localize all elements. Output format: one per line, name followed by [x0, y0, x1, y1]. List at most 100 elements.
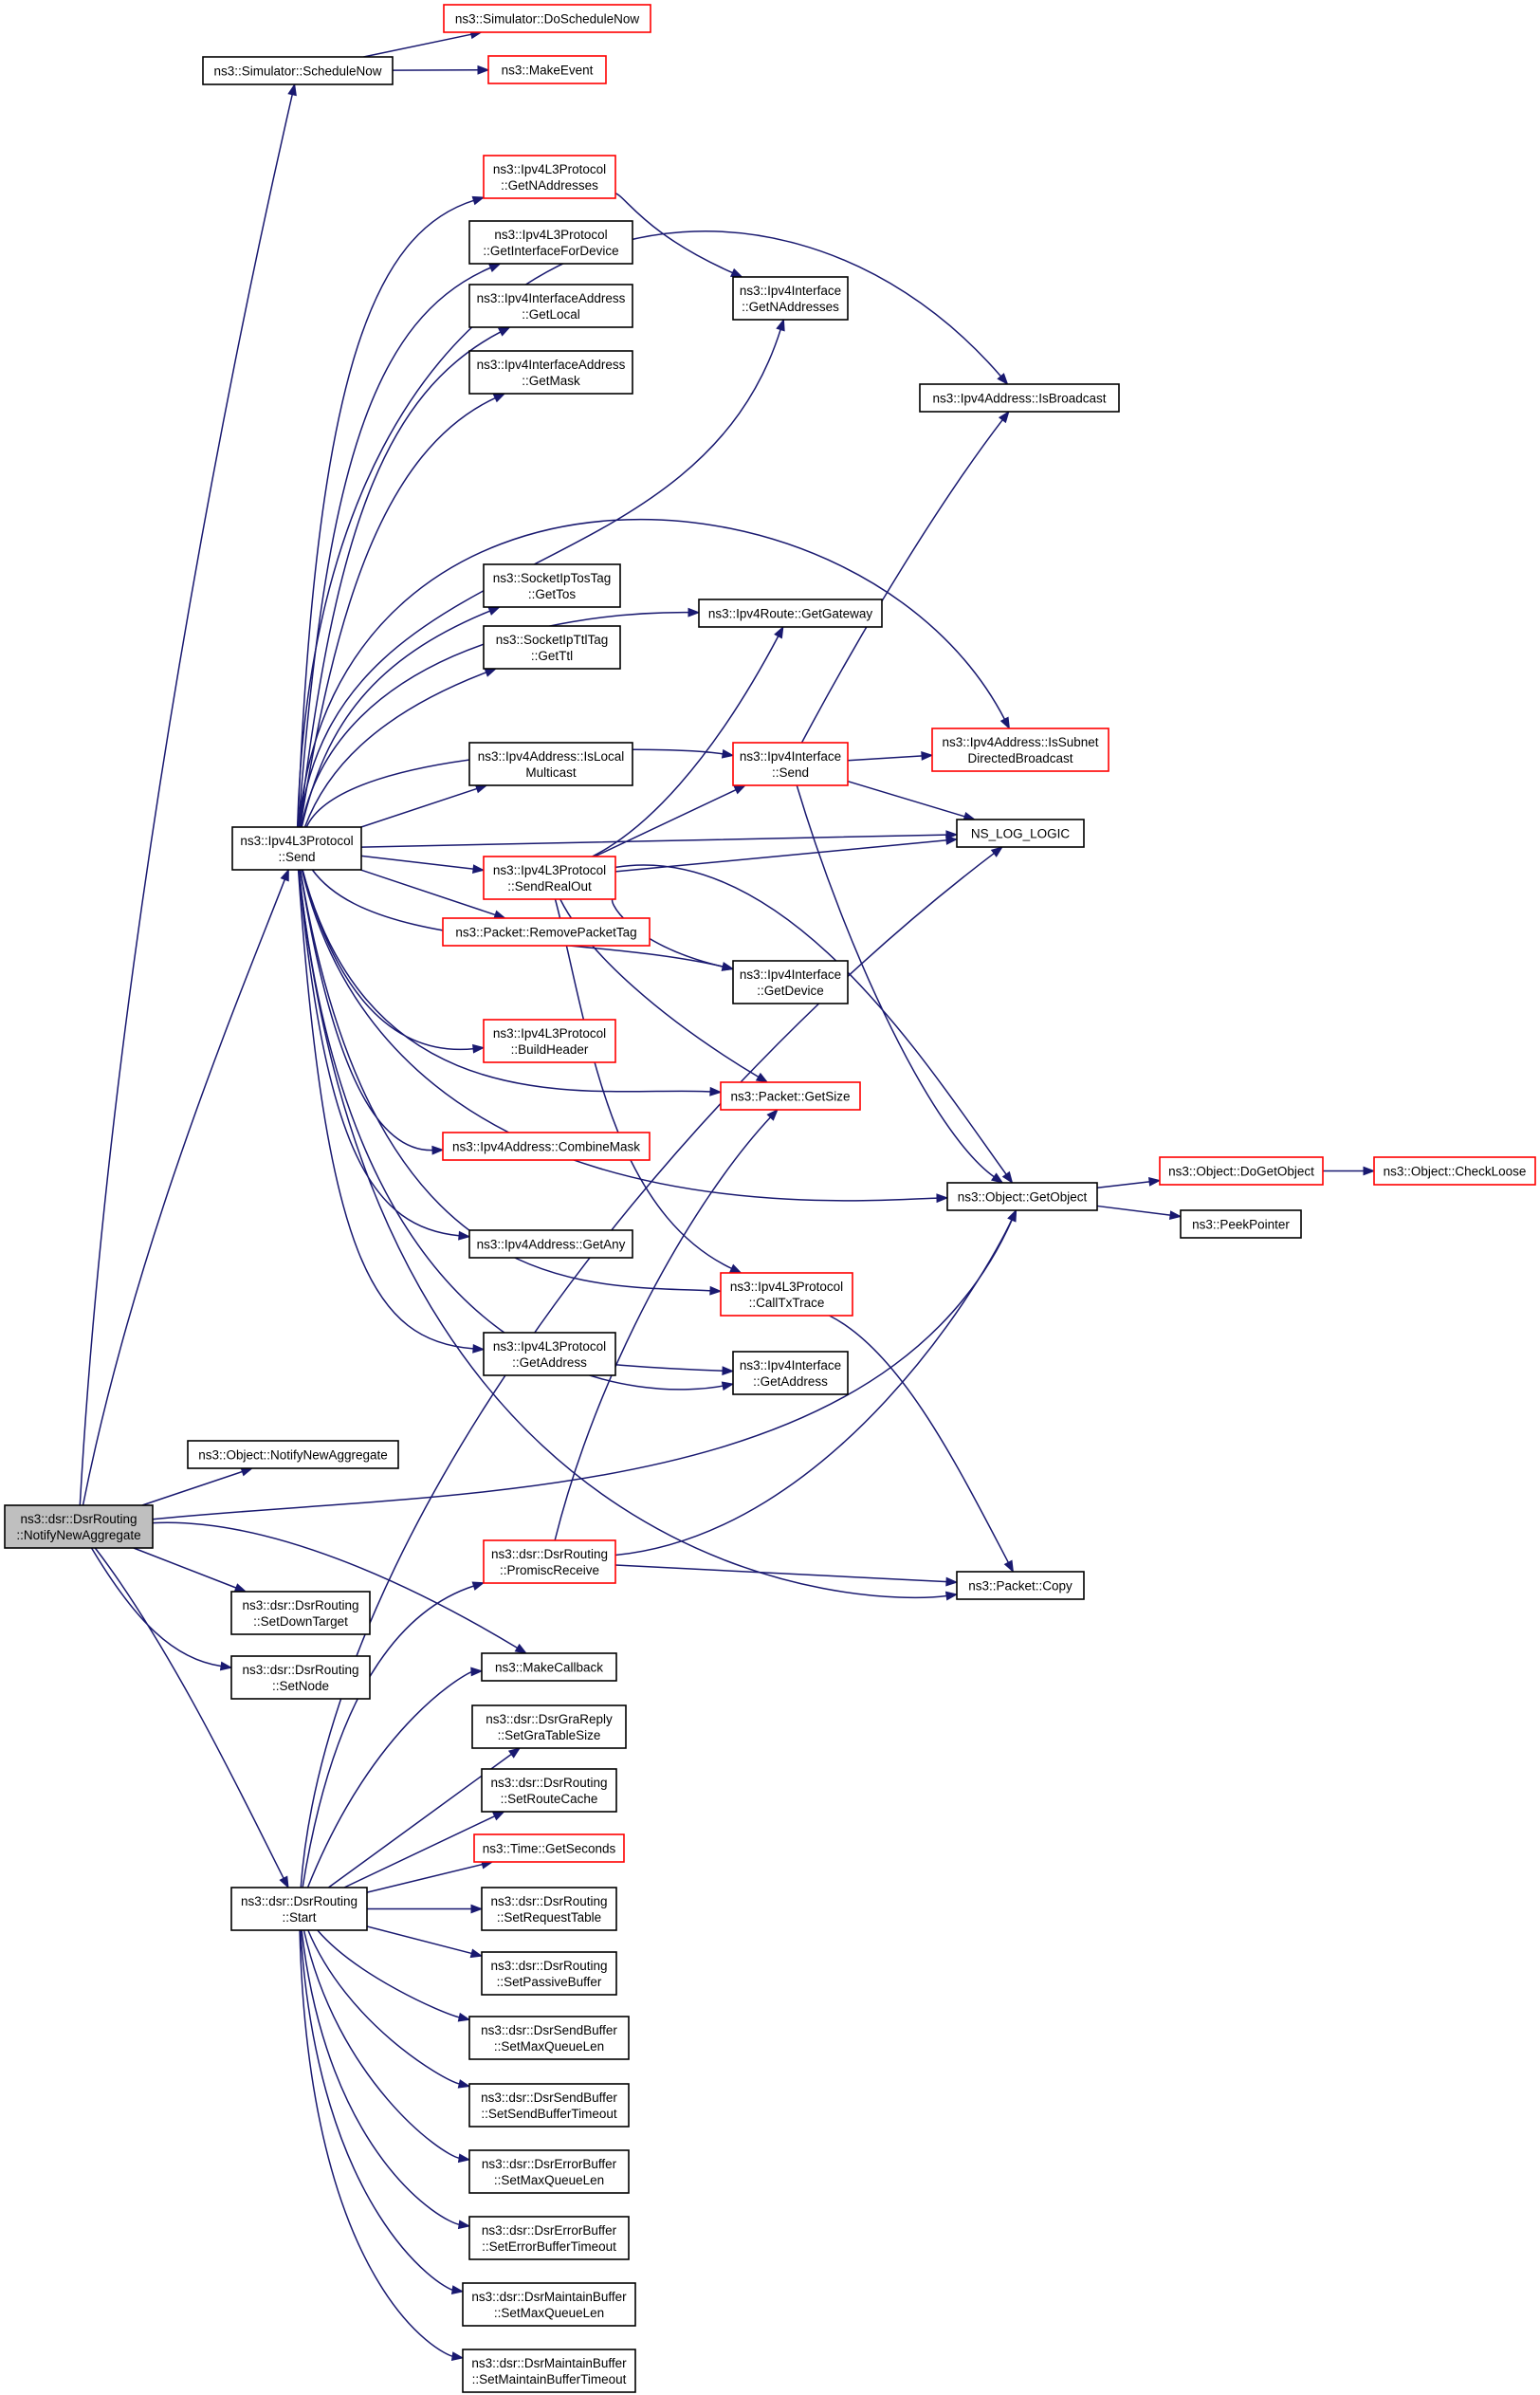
node-box: [698, 599, 883, 628]
edge-line: [302, 1929, 461, 2160]
edge-arrowhead: [774, 625, 784, 639]
edge-line: [298, 869, 461, 1237]
node-issubnet[interactable]: ns3::Ipv4Address::IsSubnetDirectedBroadc…: [931, 728, 1109, 772]
edge-root-to-start: [94, 1547, 289, 1889]
node-ifsend[interactable]: ns3::Ipv4Interface::Send: [732, 742, 849, 786]
node-setnode[interactable]: ns3::dsr::DsrRouting::SetNode: [230, 1655, 371, 1700]
node-label: ::GetDevice: [757, 984, 824, 998]
edge-l3send-to-getany: [298, 869, 471, 1241]
node-box: [919, 383, 1120, 413]
edge-arrowhead: [472, 1043, 486, 1054]
node-label: ns3::dsr::DsrMaintainBuffer: [471, 2356, 627, 2370]
edge-ifsend-to-nslog: [847, 780, 977, 821]
node-setgratable[interactable]: ns3::dsr::DsrGraReply::SetGraTableSize: [471, 1704, 627, 1749]
node-getseconds[interactable]: ns3::Time::GetSeconds: [473, 1833, 625, 1863]
node-getany[interactable]: ns3::Ipv4Address::GetAny: [468, 1229, 633, 1259]
node-box: [468, 1229, 633, 1259]
edge-promisc-to-packetcopy: [614, 1564, 959, 1587]
node-l3getaddress[interactable]: ns3::Ipv4L3Protocol::GetAddress: [483, 1332, 616, 1376]
node-getmask[interactable]: ns3::Ipv4InterfaceAddress::GetMask: [468, 350, 633, 395]
node-setroutecache[interactable]: ns3::dsr::DsrRouting::SetRouteCache: [481, 1768, 617, 1813]
edge-line: [299, 869, 434, 1151]
node-label: ns3::Ipv4Interface: [740, 1358, 841, 1373]
node-box: [483, 1332, 616, 1376]
node-box: [230, 1655, 371, 1700]
node-root[interactable]: ns3::dsr::DsrRouting::NotifyNewAggregate: [4, 1504, 154, 1549]
node-getgateway[interactable]: ns3::Ipv4Route::GetGateway: [698, 599, 883, 628]
node-mb_maxqlen[interactable]: ns3::dsr::DsrMaintainBuffer::SetMaxQueue…: [462, 2282, 636, 2327]
node-box: [230, 1591, 371, 1635]
edge-arrowhead: [688, 607, 701, 617]
node-nslog[interactable]: NS_LOG_LOGIC: [956, 819, 1085, 848]
node-label: ::SendRealOut: [507, 879, 592, 894]
node-calltxtrace[interactable]: ns3::Ipv4L3Protocol::CallTxTrace: [720, 1272, 853, 1317]
node-doschedulenow[interactable]: ns3::Simulator::DoScheduleNow: [443, 4, 651, 33]
node-peekpointer[interactable]: ns3::PeekPointer: [1180, 1209, 1302, 1239]
node-sendrealout[interactable]: ns3::Ipv4L3Protocol::SendRealOut: [483, 856, 616, 900]
node-schedulenow[interactable]: ns3::Simulator::ScheduleNow: [202, 56, 394, 85]
edge-start-to-sb_timeout: [307, 1929, 471, 2089]
node-promisc[interactable]: ns3::dsr::DsrRouting::PromiscReceive: [483, 1539, 616, 1584]
node-eb_timeout[interactable]: ns3::dsr::DsrErrorBuffer::SetErrorBuffer…: [468, 2216, 630, 2260]
node-setpassive[interactable]: ns3::dsr::DsrRouting::SetPassiveBuffer: [481, 1951, 617, 1996]
node-objnotify[interactable]: ns3::Object::NotifyNewAggregate: [187, 1440, 399, 1469]
node-makecallback[interactable]: ns3::MakeCallback: [481, 1652, 617, 1682]
edge-arrowhead: [472, 864, 486, 874]
node-combinemask[interactable]: ns3::Ipv4Address::CombineMask: [442, 1132, 651, 1161]
edge-line: [299, 1929, 454, 2358]
node-getnaddr_if[interactable]: ns3::Ipv4Interface::GetNAddresses: [732, 276, 849, 321]
node-start[interactable]: ns3::dsr::DsrRouting::Start: [230, 1887, 368, 1931]
node-eb_maxqlen[interactable]: ns3::dsr::DsrErrorBuffer::SetMaxQueueLen: [468, 2149, 630, 2194]
edge-arrowhead: [776, 318, 785, 332]
node-getnaddr_l3[interactable]: ns3::Ipv4L3Protocol::GetNAddresses: [483, 155, 616, 199]
edge-l3send-to-getsize: [302, 869, 723, 1096]
node-dogetobject[interactable]: ns3::Object::DoGetObject: [1159, 1156, 1324, 1186]
node-sb_maxqlen[interactable]: ns3::dsr::DsrSendBuffer::SetMaxQueueLen: [468, 2016, 630, 2060]
edge-start-to-nslog: [300, 846, 1004, 1888]
node-label: ::GetAddress: [753, 1374, 828, 1389]
node-box: [732, 276, 849, 321]
node-label: ns3::Ipv4Route::GetGateway: [708, 607, 873, 621]
node-box: [4, 1504, 154, 1549]
edge-start-to-eb_maxqlen: [302, 1929, 471, 2164]
node-checkloose[interactable]: ns3::Object::CheckLoose: [1373, 1156, 1536, 1186]
node-removetag[interactable]: ns3::Packet::RemovePacketTag: [442, 917, 651, 947]
node-getobject[interactable]: ns3::Object::GetObject: [946, 1182, 1098, 1211]
node-makeevent[interactable]: ns3::MakeEvent: [487, 55, 607, 84]
edge-root-to-l3send: [82, 868, 289, 1506]
node-label: ns3::Ipv4L3Protocol: [494, 228, 607, 242]
node-getiffordev[interactable]: ns3::Ipv4L3Protocol::GetInterfaceForDevi…: [468, 220, 633, 265]
edge-l3send-to-getgateway: [300, 607, 701, 828]
edge-line: [296, 230, 1002, 828]
node-label: ::SetDownTarget: [253, 1614, 348, 1629]
node-getdevice[interactable]: ns3::Ipv4Interface::GetDevice: [732, 960, 849, 1004]
edge-start-to-setpassive: [366, 1925, 484, 1959]
node-ifgetaddress[interactable]: ns3::Ipv4Interface::GetAddress: [732, 1351, 849, 1395]
edge-line: [301, 1929, 461, 2226]
node-buildheader[interactable]: ns3::Ipv4L3Protocol::BuildHeader: [483, 1019, 616, 1063]
node-getttl[interactable]: ns3::SocketIpTtlTag::GetTtl: [483, 625, 621, 670]
node-isbroadcast[interactable]: ns3::Ipv4Address::IsBroadcast: [919, 383, 1120, 413]
node-label: ::SetMaxQueueLen: [494, 2173, 604, 2187]
edge-arrowhead: [709, 1086, 723, 1096]
node-l3send[interactable]: ns3::Ipv4L3Protocol::Send: [231, 826, 362, 871]
node-label: ns3::Ipv4L3Protocol: [493, 1026, 606, 1041]
node-sb_timeout[interactable]: ns3::dsr::DsrSendBuffer::SetSendBufferTi…: [468, 2083, 630, 2128]
node-setrequesttable[interactable]: ns3::dsr::DsrRouting::SetRequestTable: [481, 1887, 617, 1931]
node-getsize[interactable]: ns3::Packet::GetSize: [720, 1081, 861, 1111]
edge-line: [614, 839, 948, 873]
edge-arrowhead: [721, 962, 735, 971]
node-packetcopy[interactable]: ns3::Packet::Copy: [956, 1571, 1085, 1600]
node-box: [732, 742, 849, 786]
node-setdowntarget[interactable]: ns3::dsr::DsrRouting::SetDownTarget: [230, 1591, 371, 1635]
edge-schedulenow-to-doschedulenow: [363, 29, 484, 58]
node-box: [443, 4, 651, 33]
node-mb_timeout[interactable]: ns3::dsr::DsrMaintainBuffer::SetMaintain…: [462, 2349, 636, 2393]
node-getlocal[interactable]: ns3::Ipv4InterfaceAddress::GetLocal: [468, 284, 633, 328]
edge-line: [614, 1564, 948, 1583]
edge-arrowhead: [997, 373, 1009, 386]
node-gettos[interactable]: ns3::SocketIpTosTag::GetTos: [483, 563, 621, 608]
edge-promisc-to-getobject: [614, 1208, 1018, 1557]
edge-arrowhead: [469, 1948, 484, 1959]
